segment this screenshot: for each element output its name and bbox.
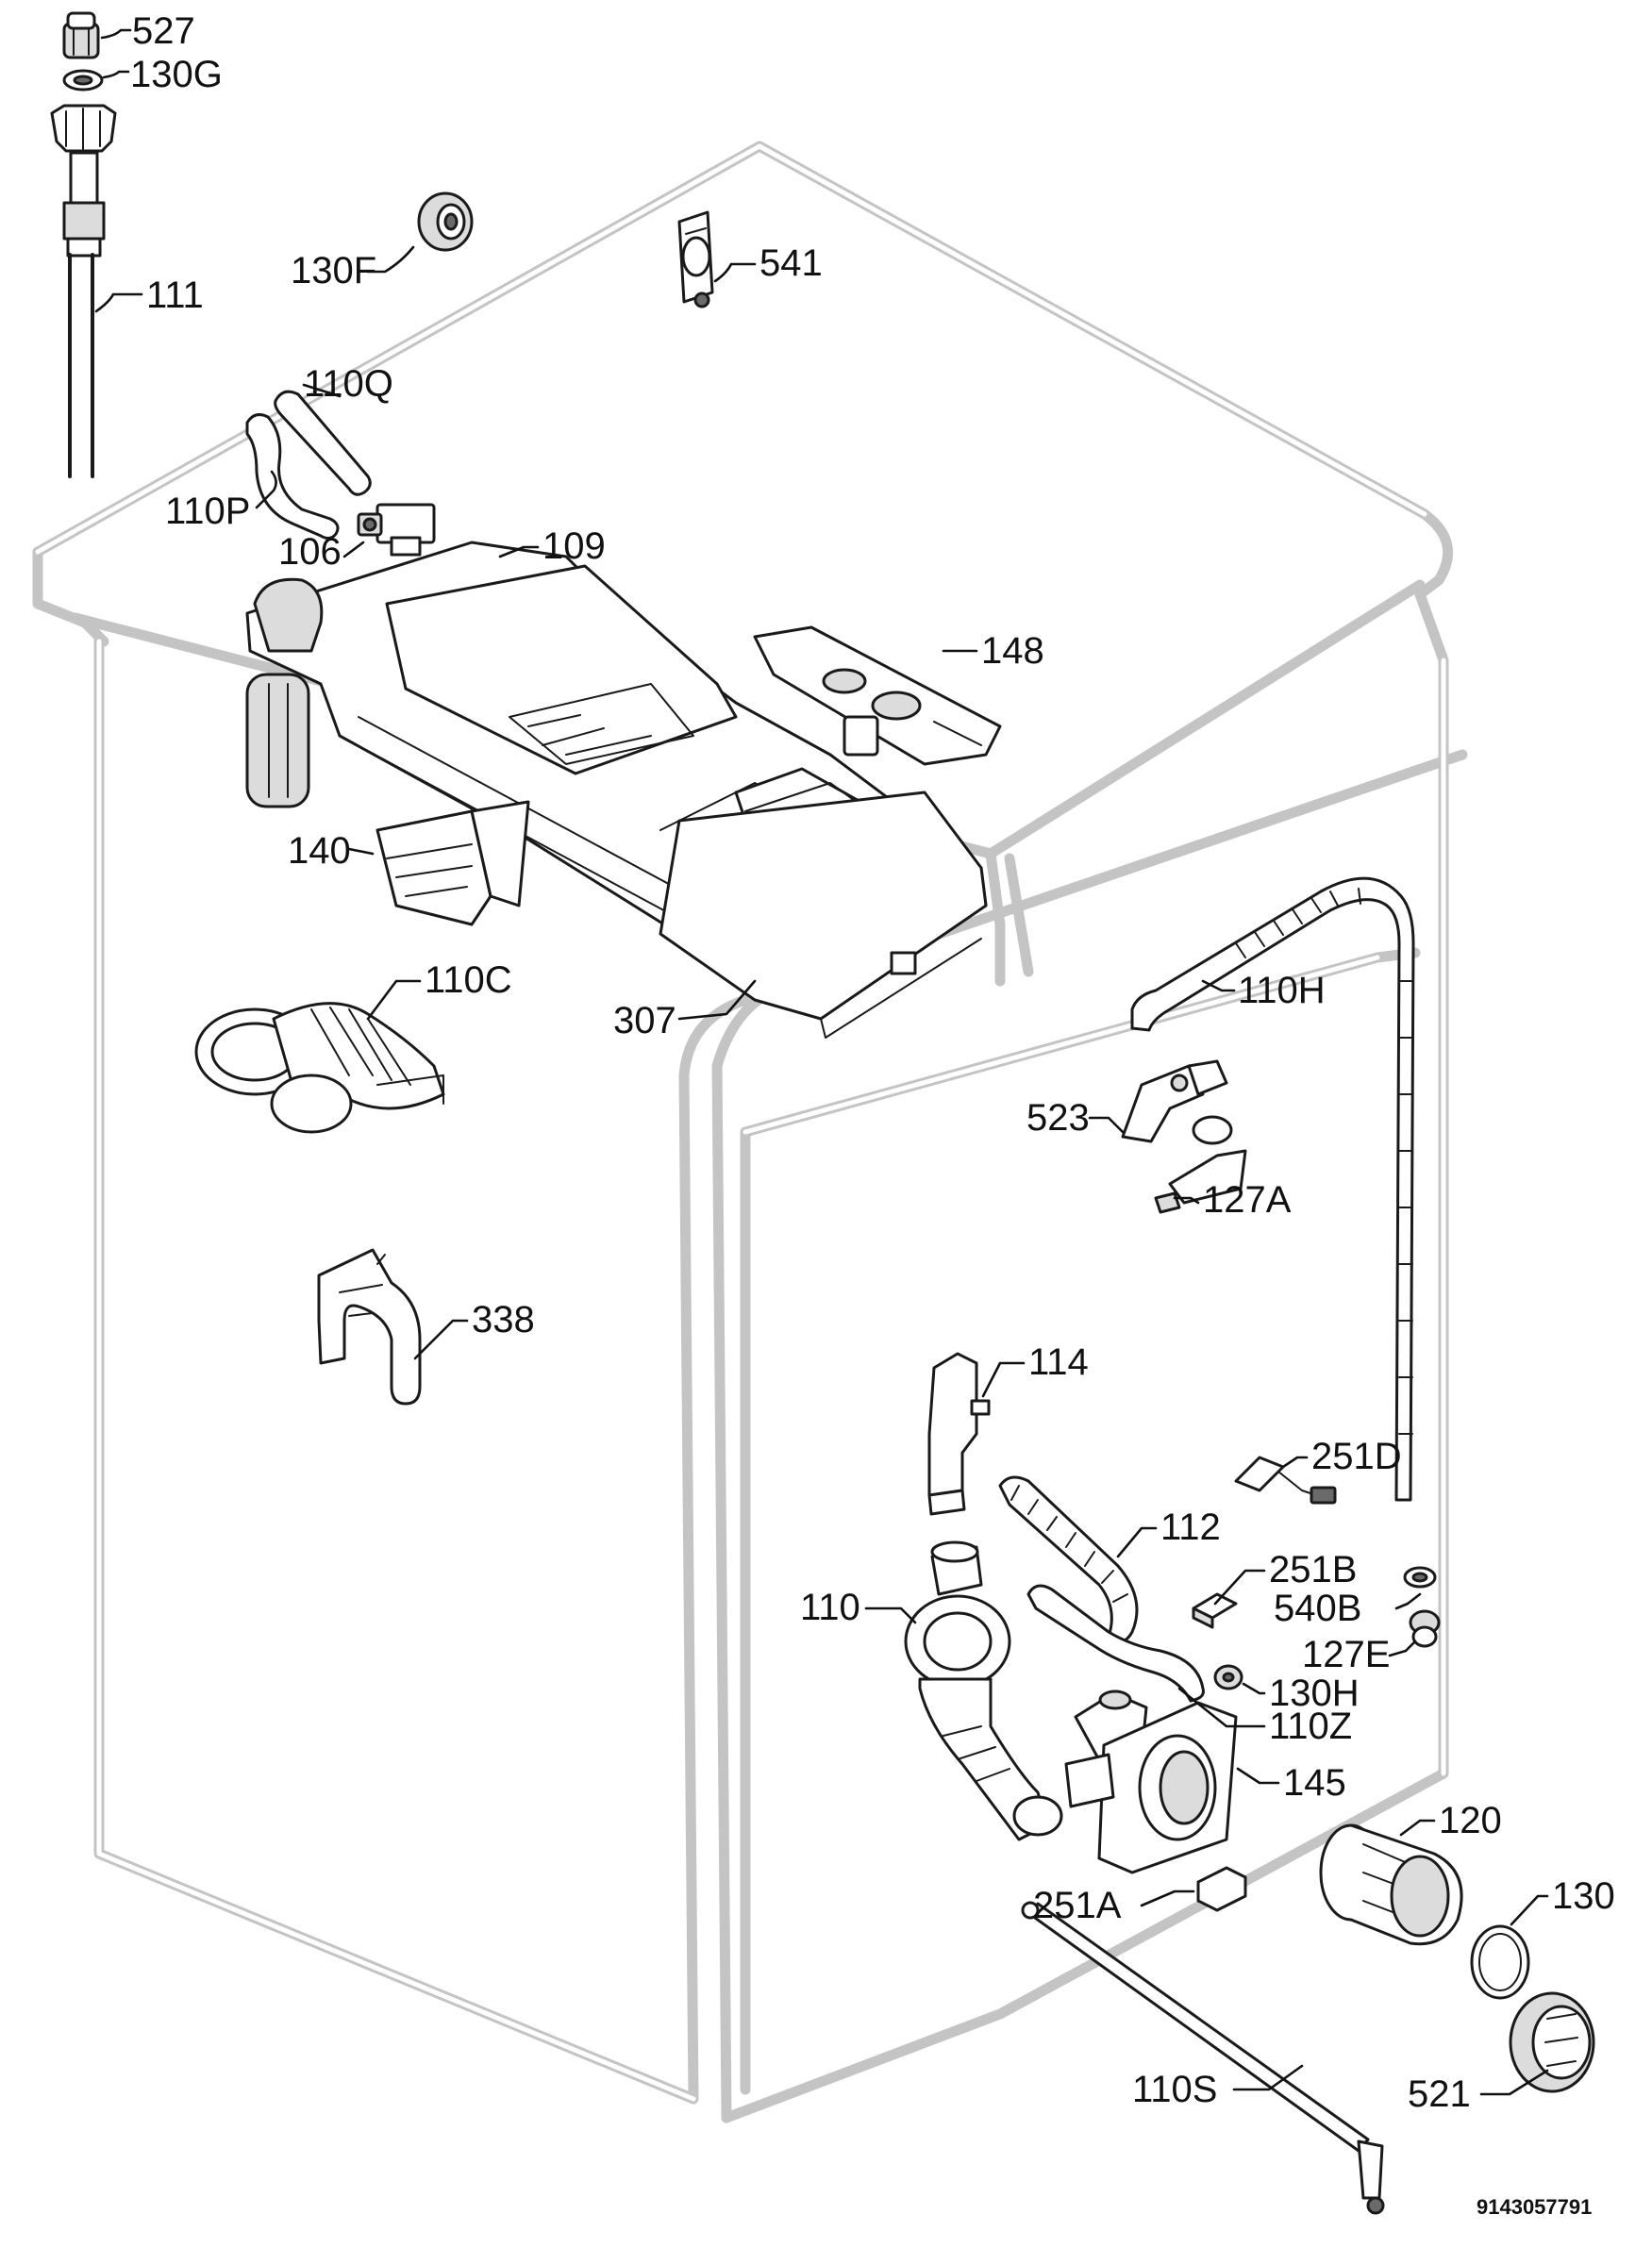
label-110Q: 110Q <box>304 363 393 405</box>
label-251D: 251D <box>1311 1436 1402 1477</box>
drawer-307 <box>659 791 988 1039</box>
label-251A: 251A <box>1033 1885 1122 1926</box>
sump-hose-110 <box>904 1540 1063 1841</box>
label-110H: 110H <box>1238 970 1326 1011</box>
valve-106 <box>357 503 436 557</box>
label-110S: 110S <box>1132 2069 1217 2110</box>
pump-145 <box>1064 1690 1238 1874</box>
label-130F: 130F <box>291 250 376 291</box>
tube-110S <box>1021 1901 1385 2215</box>
label-111: 111 <box>146 275 204 316</box>
label-540B: 540B <box>1274 1588 1361 1629</box>
hose-112 <box>998 1475 1139 1643</box>
label-140: 140 <box>288 830 351 872</box>
label-523: 523 <box>1026 1097 1090 1139</box>
label-106: 106 <box>278 531 342 573</box>
clamp-540B <box>1403 1566 1437 1589</box>
label-148: 148 <box>981 630 1044 672</box>
hose-guide-338 <box>317 1248 422 1406</box>
connector-251A <box>1196 1866 1247 1912</box>
label-307: 307 <box>613 1000 676 1041</box>
cover-127A <box>1154 1115 1247 1214</box>
label-521: 521 <box>1408 2073 1471 2115</box>
o-ring-130 <box>1470 1924 1530 2000</box>
filter-120 <box>1319 1823 1463 1946</box>
connector-251B <box>1192 1592 1238 1629</box>
label-110C: 110C <box>425 959 512 1001</box>
label-251B: 251B <box>1269 1549 1357 1590</box>
duct-140 <box>375 800 530 926</box>
label-110Z: 110Z <box>1269 1706 1352 1747</box>
hose-110Q <box>274 390 372 496</box>
cap-521 <box>1509 1991 1595 2093</box>
hose-110Z <box>1026 1584 1205 1703</box>
grommet-130F <box>417 191 474 252</box>
label-109: 109 <box>542 525 606 567</box>
bracket-541 <box>677 210 714 308</box>
inlet-hose-111 <box>50 104 117 478</box>
cover-148 <box>753 625 1002 766</box>
label-127E: 127E <box>1302 1634 1390 1675</box>
clip-523 <box>1121 1059 1228 1143</box>
label-114: 114 <box>1028 1341 1089 1383</box>
label-338: 338 <box>472 1299 535 1340</box>
hose-110P <box>245 413 340 541</box>
label-120: 120 <box>1439 1800 1502 1841</box>
label-130H: 130H <box>1269 1673 1360 1714</box>
label-145: 145 <box>1283 1762 1346 1804</box>
label-127A: 127A <box>1203 1179 1292 1221</box>
tube-114 <box>927 1352 991 1516</box>
drain-hose-110H <box>1130 876 1415 1502</box>
label-130: 130 <box>1552 1875 1615 1917</box>
grommet-130H <box>1213 1664 1243 1690</box>
cap-527 <box>62 11 100 59</box>
document-number: 9143057791 <box>1477 2195 1592 2219</box>
label-541: 541 <box>759 242 823 284</box>
bellows-110C <box>194 1002 445 1134</box>
label-112: 112 <box>1160 1507 1221 1548</box>
label-110P: 110P <box>165 491 250 532</box>
washer-130G <box>62 69 104 92</box>
connector-251D <box>1234 1456 1337 1505</box>
label-110: 110 <box>800 1587 860 1628</box>
part-labels: 527 130G 111 130F 541 110Q 110P 106 109 … <box>130 10 1615 2219</box>
label-130G: 130G <box>130 54 223 95</box>
label-527: 527 <box>132 10 195 52</box>
leader-lines <box>94 28 1549 2096</box>
plug-127E <box>1409 1609 1441 1648</box>
